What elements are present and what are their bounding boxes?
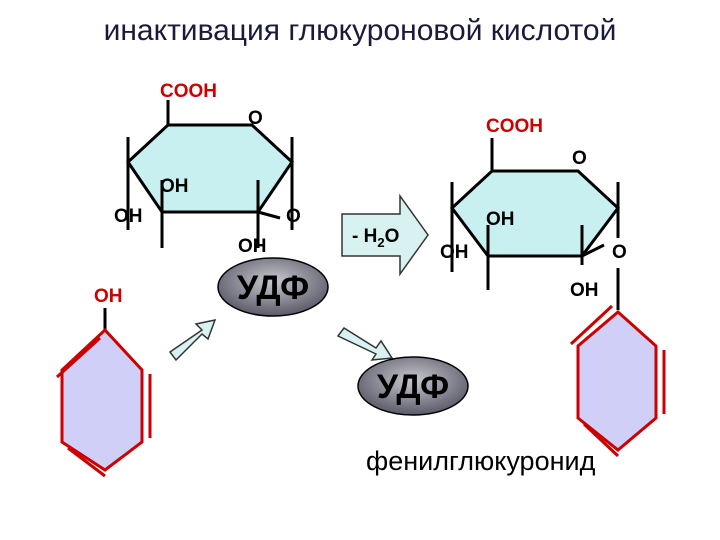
right-oh-top-label: OH — [486, 209, 515, 230]
reaction-arrow-icon — [341, 193, 429, 277]
udf-bottom-ellipse — [357, 356, 469, 416]
right-ring-oxygen-label: O — [572, 148, 587, 169]
left-glucuronic-ring — [126, 100, 294, 248]
left-oh-top-label: OH — [160, 176, 189, 197]
reaction-h2o-label: - H2O — [352, 226, 399, 250]
right-o-right-label: O — [612, 242, 627, 263]
right-oh-bottom-label: OH — [570, 280, 599, 301]
left-o-right-label: O — [286, 206, 301, 227]
arrow-to-udf-icon — [168, 318, 217, 362]
right-glucuronic-ring — [449, 138, 621, 310]
udf-left-ellipse — [217, 257, 329, 317]
right-cooh-label: COOH — [486, 116, 543, 137]
left-oh-bottom-label: OH — [238, 236, 267, 257]
left-cooh-label: COOH — [160, 81, 217, 102]
product-label: фенилглюкуронид — [366, 446, 596, 476]
phenol-benzene-ring — [55, 308, 152, 478]
right-oh-left-label: OH — [440, 242, 469, 263]
slide-title: инактивация глюкуроновой кислотой — [103, 14, 617, 47]
arrow-to-udf-bottom-icon — [336, 326, 394, 361]
udf-bottom-label: УДФ — [377, 368, 449, 406]
product-benzene-ring — [569, 304, 666, 458]
left-oh-left-label: OH — [114, 206, 143, 227]
udf-left-label: УДФ — [237, 269, 309, 307]
left-ring-oxygen-label: O — [248, 108, 263, 129]
phenol-oh-label: OH — [94, 286, 123, 307]
